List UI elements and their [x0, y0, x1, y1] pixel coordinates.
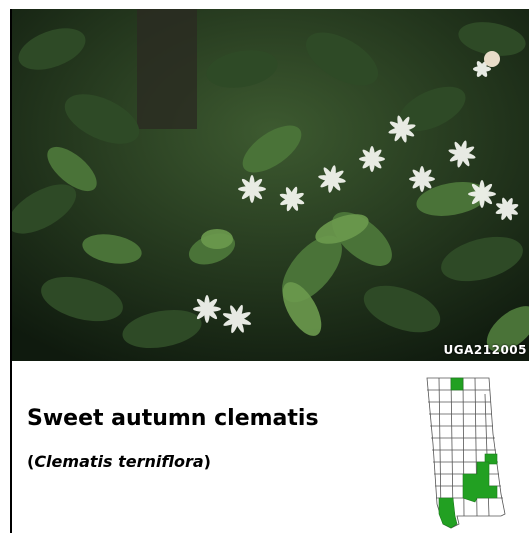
county-highlight	[438, 497, 458, 529]
county-highlight	[450, 377, 464, 391]
close-paren: )	[203, 452, 211, 471]
scientific-name: Clematis terniflora	[34, 452, 204, 471]
plant-photo: UGA212005	[12, 9, 529, 361]
county-highlight	[462, 461, 498, 503]
state-outline	[426, 377, 506, 529]
species-card: UGA212005 Sweet autumn clematis (Clemati…	[10, 9, 529, 533]
county-highlight	[484, 453, 498, 465]
scientific-name-line: (Clematis terniflora)	[27, 452, 211, 471]
photo-credit: UGA212005	[443, 343, 527, 357]
alabama-county-map	[426, 377, 506, 529]
plant-photo-illustration	[12, 9, 529, 361]
open-paren: (	[27, 452, 35, 471]
common-name: Sweet autumn clematis	[27, 406, 319, 431]
